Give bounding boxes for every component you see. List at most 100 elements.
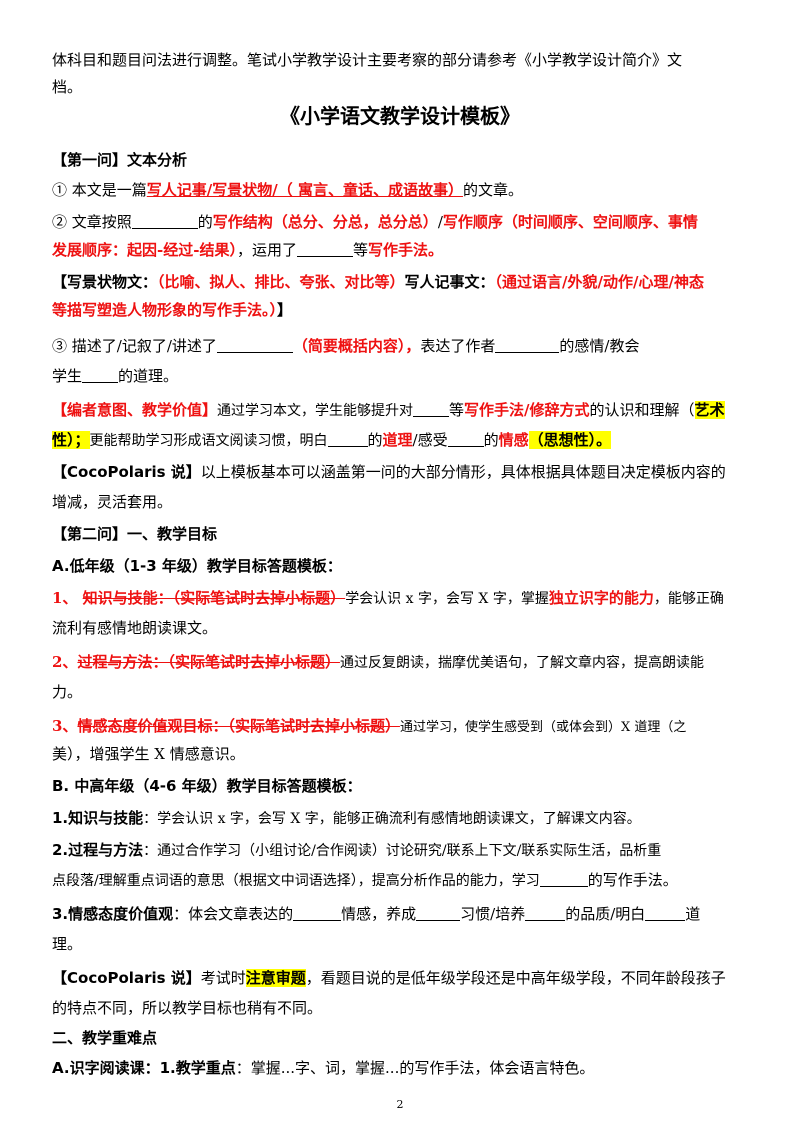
text-red: 写作手法。 — [367, 241, 443, 259]
document-title: 《小学语文教学设计模板》 — [280, 104, 520, 128]
text: 的 — [197, 213, 213, 231]
struck-label: 过程与方法：（实际笔试时去掉小标题） — [77, 653, 340, 671]
text: ① 本文是一篇 — [52, 181, 147, 199]
text: 更能帮助学习形成语文阅读习惯，明白 — [89, 433, 328, 449]
text: ：通过合作学习（小组讨论/合作阅读）讨论研究/联系上下文/联系实际生活，品析重 — [143, 843, 662, 859]
q1-p2-line1: ② 文章按照 的写作结构（总分、分总，总分总）/写作顺序（时间顺序、空间顺序、事情 — [52, 212, 760, 232]
text-red: 道理 — [382, 431, 413, 449]
text: 学会认识 x 字，会写 X 字，掌握 — [345, 591, 549, 607]
intro-line-1: 体科目和题目问法进行调整。笔试小学教学设计主要考察的部分请参考《小学教学设计简介… — [52, 50, 760, 70]
q1-p3-line1: 【写景状物文：（比喻、拟人、排比、夸张、对比等）写人记事文：（通过语言/外貌/动… — [52, 272, 760, 292]
text-highlight: 艺术 — [694, 401, 725, 419]
text: 力。 — [52, 683, 83, 701]
text: ③ 描述了/记叙了/讲述了 — [52, 337, 217, 355]
blank — [131, 214, 198, 229]
q1-heading: 【第一问】文本分析 — [52, 151, 188, 169]
q2-b3-line2: 理。 — [52, 934, 760, 954]
text-bold: 【CocoPolaris 说】 — [52, 969, 201, 987]
text: 学生 — [52, 367, 83, 385]
text-highlight: （思想性）。 — [528, 431, 612, 449]
text: 通过学习本文，学生能够提升对 — [217, 403, 414, 419]
intro-text: 档。 — [52, 78, 83, 96]
text: 增减，灵活套用。 — [52, 493, 173, 511]
text: 习惯/培养 — [460, 905, 526, 923]
text-highlight: 性）； — [52, 431, 90, 449]
blank — [645, 906, 686, 921]
text-red: （比喻、拟人、排比、夸张、对比等） — [157, 273, 405, 291]
q1-p1: ① 本文是一篇写人记事/写景状物/（ 寓言、童话、成语故事）的文章。 — [52, 180, 760, 200]
text-highlight: 注意审题 — [245, 969, 306, 987]
text: 的道理。 — [118, 367, 179, 385]
blank — [82, 368, 119, 383]
text: 的 — [483, 431, 499, 449]
text-red: 写作手法/修辞方式 — [464, 401, 590, 419]
q2-b2-line2: 点段落/理解重点词语的意思（根据文中词语选择），提高分析作品的能力，学习的写作手… — [52, 870, 760, 891]
blank — [539, 872, 588, 887]
text-red: （简要概括内容）， — [292, 337, 421, 355]
text: 表达了作者 — [420, 337, 496, 355]
blank — [447, 432, 484, 447]
text-red: 写作结构（总分、分总，总分总） — [212, 213, 438, 231]
q1-p6-line1: 【CocoPolaris 说】以上模板基本可以涵盖第一问的大部分情形，具体根据具… — [52, 462, 760, 482]
q1-p2-line2: 发展顺序：起因-经过-结果），运用了等写作手法。 — [52, 240, 760, 260]
text-red: 写作顺序（时间顺序、空间顺序、事情 — [442, 213, 698, 231]
text: 的特点不同，所以教学目标也稍有不同。 — [52, 999, 323, 1017]
text: ：掌握...字、词，掌握...的写作手法，体会语言特色。 — [235, 1059, 595, 1077]
text: 通过反复朗读，揣摩优美语句，了解文章内容，提高朗读能 — [339, 655, 704, 671]
part2-heading: 二、教学重难点 — [52, 1029, 158, 1047]
text-red: 发展顺序：起因-经过-结果） — [52, 241, 237, 259]
q1-p5-line1: 【编者意图、教学价值】通过学习本文，学生能够提升对 等写作手法/修辞方式的认识和理… — [52, 400, 760, 421]
text-red: 【编者意图、教学价值】 — [52, 401, 218, 419]
intro-text: 体科目和题目问法进行调整。笔试小学教学设计主要考察的部分请参考《小学教学设计简介… — [52, 51, 683, 69]
text-red: 1、 — [52, 589, 83, 607]
text-red: 写人记事/写景状物/（ 寓言、童话、成语故事） — [146, 181, 463, 199]
q1-p6-line2: 增减，灵活套用。 — [52, 492, 760, 512]
page-number: 2 — [396, 1098, 404, 1111]
text: / — [437, 213, 443, 231]
text: 理。 — [52, 935, 83, 953]
text-bold: 【CocoPolaris 说】 — [52, 463, 201, 481]
q2-note-line1: 【CocoPolaris 说】考试时注意审题，看题目说的是低年级学段还是中高年级… — [52, 968, 760, 988]
q2-b-heading: B. 中高年级（4-6 年级）教学目标答题模板： — [52, 777, 362, 795]
q2-a-heading: A.低年级（1-3 年级）教学目标答题模板： — [52, 557, 342, 575]
text: ：体会文章表达的 — [173, 905, 294, 923]
q2-note-line2: 的特点不同，所以教学目标也稍有不同。 — [52, 998, 760, 1018]
blank — [416, 906, 461, 921]
text: 等 — [449, 401, 465, 419]
q2-a3-line1: 3、情感态度价值观目标：（实际笔试时去掉小标题）通过学习，使学生感受到（或体会到… — [52, 716, 760, 738]
text-bold: 3.情感态度价值观 — [52, 905, 174, 923]
q2-a1-line1: 1、 知识与技能：（实际笔试时去掉小标题）学会认识 x 字，会写 X 字，掌握独… — [52, 588, 760, 609]
text: ② 文章按照 — [52, 213, 132, 231]
text: 美），增强学生 X 情感意识。 — [52, 745, 245, 763]
q2-heading: 【第二问】一、教学目标 — [52, 525, 218, 543]
text: 的写作手法。 — [587, 871, 678, 889]
blank — [413, 402, 450, 417]
text: 】 — [277, 301, 293, 319]
text-bold: 2.过程与方法 — [52, 841, 144, 859]
text: 通过学习，使学生感受到（或体会到）X 道理（之 — [399, 720, 687, 735]
text: ，能够正确 — [653, 591, 724, 607]
text-red: 情感 — [498, 431, 529, 449]
blank — [216, 338, 293, 353]
text: 道 — [685, 905, 701, 923]
q1-p4-line2: 学生 的道理。 — [52, 366, 760, 386]
struck-label: 情感态度价值观目标：（实际笔试时去掉小标题） — [77, 717, 400, 735]
text: ，运用了 — [236, 241, 297, 259]
q1-p3-line2: 等描写塑造人物形象的写作手法。）】 — [52, 300, 760, 320]
q1-p4-line1: ③ 描述了/记叙了/讲述了 （简要概括内容），表达了作者 的感情/教会 — [52, 336, 760, 356]
text: ，看题目说的是低年级学段还是中高年级学段，不同年龄段孩子 — [305, 969, 726, 987]
blank — [293, 906, 342, 921]
q1-p5-line2: 性）；更能帮助学习形成语文阅读习惯，明白的道理/感受的情感（思想性）。 — [52, 430, 760, 451]
q2-a2-line1: 2、过程与方法：（实际笔试时去掉小标题）通过反复朗读，揣摩优美语句，了解文章内容… — [52, 652, 760, 673]
text: ：学会认识 x 字，会写 X 字，能够正确流利有感情地朗读课文，了解课文内容。 — [143, 811, 641, 827]
text: 的感情/教会 — [559, 337, 640, 355]
text: 的 — [367, 431, 383, 449]
text: 的认识和理解（ — [589, 401, 695, 419]
text: 的品质/明白 — [565, 905, 646, 923]
q2-a3-line2: 美），增强学生 X 情感意识。 — [52, 744, 760, 764]
text-red: 等描写塑造人物形象的写作手法。） — [52, 301, 278, 319]
text: 考试时 — [200, 969, 246, 987]
text-red: 独立识字的能力 — [548, 589, 654, 607]
blank — [525, 906, 566, 921]
